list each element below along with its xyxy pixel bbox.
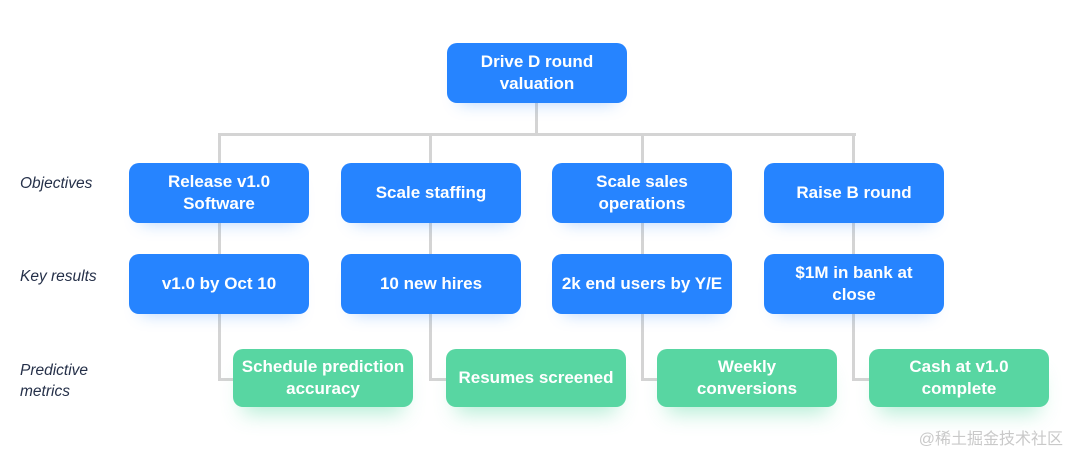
connector-elbow-vertical-4 — [852, 313, 855, 381]
key-result-node-10-new-hires: 10 new hires — [341, 254, 521, 314]
connector-drop-2 — [429, 133, 432, 165]
key-result-node-2k-end-users: 2k end users by Y/E — [552, 254, 732, 314]
connector-drop-3 — [641, 133, 644, 165]
objective-node-release-v1-software: Release v1.0 Software — [129, 163, 309, 223]
connector-objective-keyresult-2 — [429, 222, 432, 256]
connector-elbow-horizontal-2 — [429, 378, 449, 381]
connector-elbow-horizontal-1 — [218, 378, 236, 381]
watermark-juejin-community: @稀土掘金技术社区 — [918, 431, 1063, 448]
connector-objective-keyresult-4 — [852, 222, 855, 256]
metric-node-resumes-screened: Resumes screened — [446, 349, 626, 407]
row-label-predictive-metrics: Predictive metrics — [20, 362, 89, 400]
objective-node-scale-sales-operations: Scale sales operations — [552, 163, 732, 223]
metric-node-cash-at-v1-complete: Cash at v1.0 complete — [869, 349, 1049, 407]
connector-elbow-vertical-3 — [641, 313, 644, 381]
connector-elbow-horizontal-4 — [852, 378, 872, 381]
row-label-objectives: Objectives — [20, 175, 93, 192]
connector-elbow-horizontal-3 — [641, 378, 660, 381]
connector-elbow-vertical-2 — [429, 313, 432, 381]
connector-elbow-vertical-1 — [218, 313, 221, 381]
connector-root-stub — [535, 103, 538, 135]
connector-objective-keyresult-1 — [218, 222, 221, 256]
metric-node-weekly-conversions: Weekly conversions — [657, 349, 837, 407]
metric-node-schedule-prediction-accuracy: Schedule prediction accuracy — [233, 349, 413, 407]
root-node-drive-d-round-valuation: Drive D round valuation — [447, 43, 627, 103]
connector-drop-4 — [852, 133, 855, 165]
connector-objective-keyresult-3 — [641, 222, 644, 256]
connector-horizontal-bus — [218, 133, 856, 136]
row-label-key-results: Key results — [20, 268, 97, 285]
objective-node-scale-staffing: Scale staffing — [341, 163, 521, 223]
objective-node-raise-b-round: Raise B round — [764, 163, 944, 223]
key-result-node-v1-by-oct-10: v1.0 by Oct 10 — [129, 254, 309, 314]
key-result-node-1m-in-bank: $1M in bank at close — [764, 254, 944, 314]
connector-drop-1 — [218, 133, 221, 165]
